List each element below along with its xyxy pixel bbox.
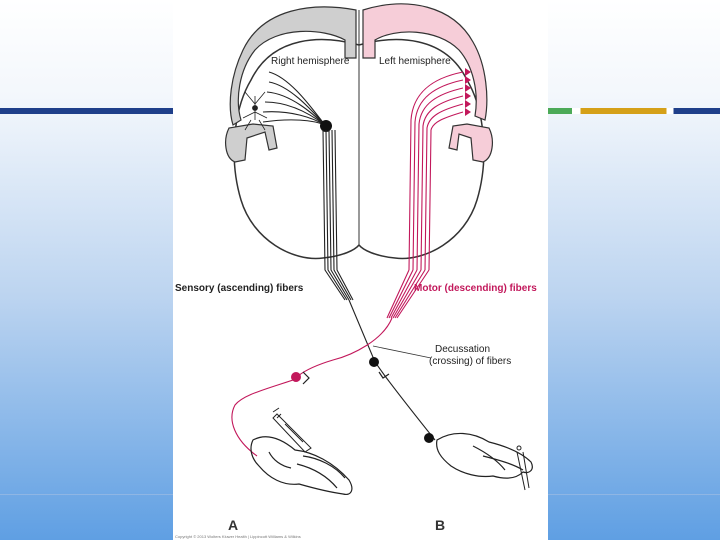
sensory-neuron-cell-body bbox=[320, 120, 332, 132]
label-right-hemisphere: Right hemisphere bbox=[271, 56, 350, 67]
title-band-right bbox=[548, 108, 720, 114]
motor-tract bbox=[231, 269, 430, 457]
label-panel-a: A bbox=[228, 517, 238, 533]
label-decussation-detail: (crossing) of fibers bbox=[429, 356, 511, 367]
decussation-pointer bbox=[372, 345, 432, 359]
label-left-hemisphere: Left hemisphere bbox=[379, 56, 451, 67]
spinal-neuron-motor bbox=[291, 372, 301, 382]
right-temporal-cortex bbox=[225, 123, 278, 163]
neural-pathway-figure: Right hemisphere Left hemisphere Sensory… bbox=[173, 0, 548, 540]
footer-line-right bbox=[548, 494, 720, 495]
left-temporal-cortex bbox=[448, 123, 493, 163]
hand-a bbox=[250, 436, 353, 495]
left-hemisphere-cortex bbox=[362, 3, 488, 121]
motor-neuron-triangles bbox=[465, 68, 471, 116]
pen-instrument bbox=[272, 407, 312, 453]
spinal-synapse-motor bbox=[302, 371, 310, 385]
label-decussation: Decussation bbox=[435, 344, 490, 355]
motor-fiber-fan bbox=[408, 71, 464, 271]
cortical-neuron bbox=[242, 91, 268, 131]
footer-line-left bbox=[0, 494, 174, 495]
spinal-neuron-sensory bbox=[369, 357, 379, 367]
hand-b-receptor bbox=[424, 433, 434, 443]
title-band-left bbox=[0, 108, 174, 114]
right-hemisphere-cortex bbox=[229, 6, 357, 126]
neural-pathway-diagram: Right hemisphere Left hemisphere Sensory… bbox=[175, 3, 537, 539]
copyright-notice: Copyright © 2013 Wolters Kluwer Health |… bbox=[175, 534, 301, 539]
label-sensory-fibers: Sensory (ascending) fibers bbox=[175, 283, 304, 294]
pin-instrument bbox=[516, 445, 530, 491]
label-motor-fibers: Motor (descending) fibers bbox=[414, 283, 537, 294]
label-panel-b: B bbox=[435, 517, 445, 533]
spinal-synapse-sensory bbox=[378, 371, 390, 379]
